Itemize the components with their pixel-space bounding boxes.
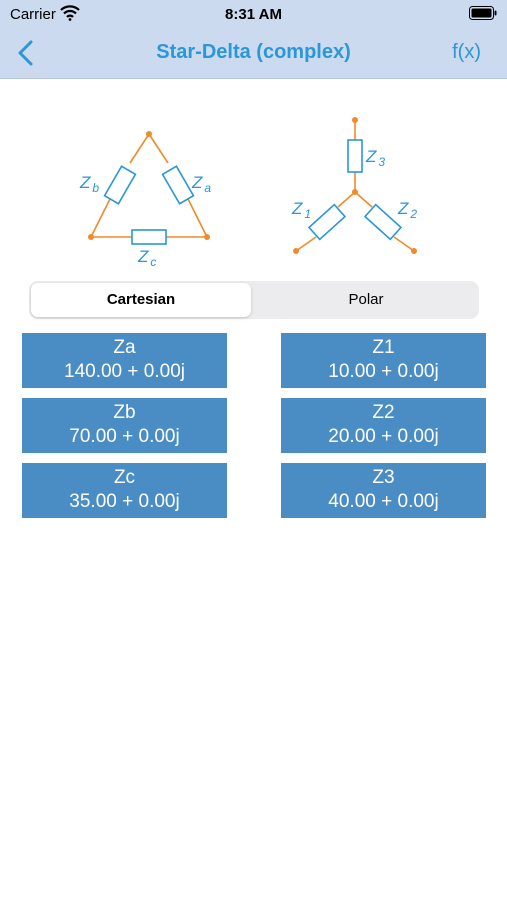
value-name: Z3 — [372, 467, 395, 488]
value-name: Za — [113, 337, 136, 358]
value-box-z3[interactable]: Z3 40.00 + 0.00j — [281, 463, 486, 518]
resistor-zc — [131, 229, 167, 245]
battery-icon — [469, 6, 497, 25]
value-name: Z2 — [372, 402, 395, 423]
value-name: Zb — [113, 402, 136, 423]
back-button[interactable] — [14, 38, 42, 68]
resistor-z3 — [347, 139, 363, 173]
value-text: 40.00 + 0.00j — [328, 491, 439, 512]
value-box-za[interactable]: Za 140.00 + 0.00j — [22, 333, 227, 388]
value-text: 20.00 + 0.00j — [328, 426, 439, 447]
wifi-icon — [60, 5, 80, 26]
segment-polar[interactable]: Polar — [348, 291, 384, 308]
resistor-za — [161, 165, 195, 205]
segment-cartesian[interactable]: Cartesian — [31, 283, 251, 317]
format-segmented-control: Cartesian Polar — [29, 281, 479, 319]
value-text: 35.00 + 0.00j — [69, 491, 180, 512]
value-text: 140.00 + 0.00j — [64, 361, 185, 382]
page-title: Star-Delta (complex) — [156, 41, 351, 63]
formula-button[interactable]: f(x) — [452, 41, 481, 63]
value-text: 70.00 + 0.00j — [69, 426, 180, 447]
carrier-label: Carrier — [10, 6, 56, 23]
value-text: 10.00 + 0.00j — [328, 361, 439, 382]
value-box-z1[interactable]: Z1 10.00 + 0.00j — [281, 333, 486, 388]
resistor-z1 — [307, 203, 347, 241]
value-name: Z1 — [372, 337, 395, 358]
resistor-z2 — [363, 203, 403, 241]
status-time: 8:31 AM — [225, 6, 282, 23]
navigation-bar: Star-Delta (complex) f(x) — [0, 28, 507, 79]
resistor-zb — [103, 165, 137, 205]
value-box-z2[interactable]: Z2 20.00 + 0.00j — [281, 398, 486, 453]
value-box-zb[interactable]: Zb 70.00 + 0.00j — [22, 398, 227, 453]
value-box-zc[interactable]: Zc 35.00 + 0.00j — [22, 463, 227, 518]
chevron-left-icon — [18, 40, 33, 66]
value-name: Zc — [113, 467, 136, 488]
status-bar: Carrier 8:31 AM — [0, 0, 507, 28]
